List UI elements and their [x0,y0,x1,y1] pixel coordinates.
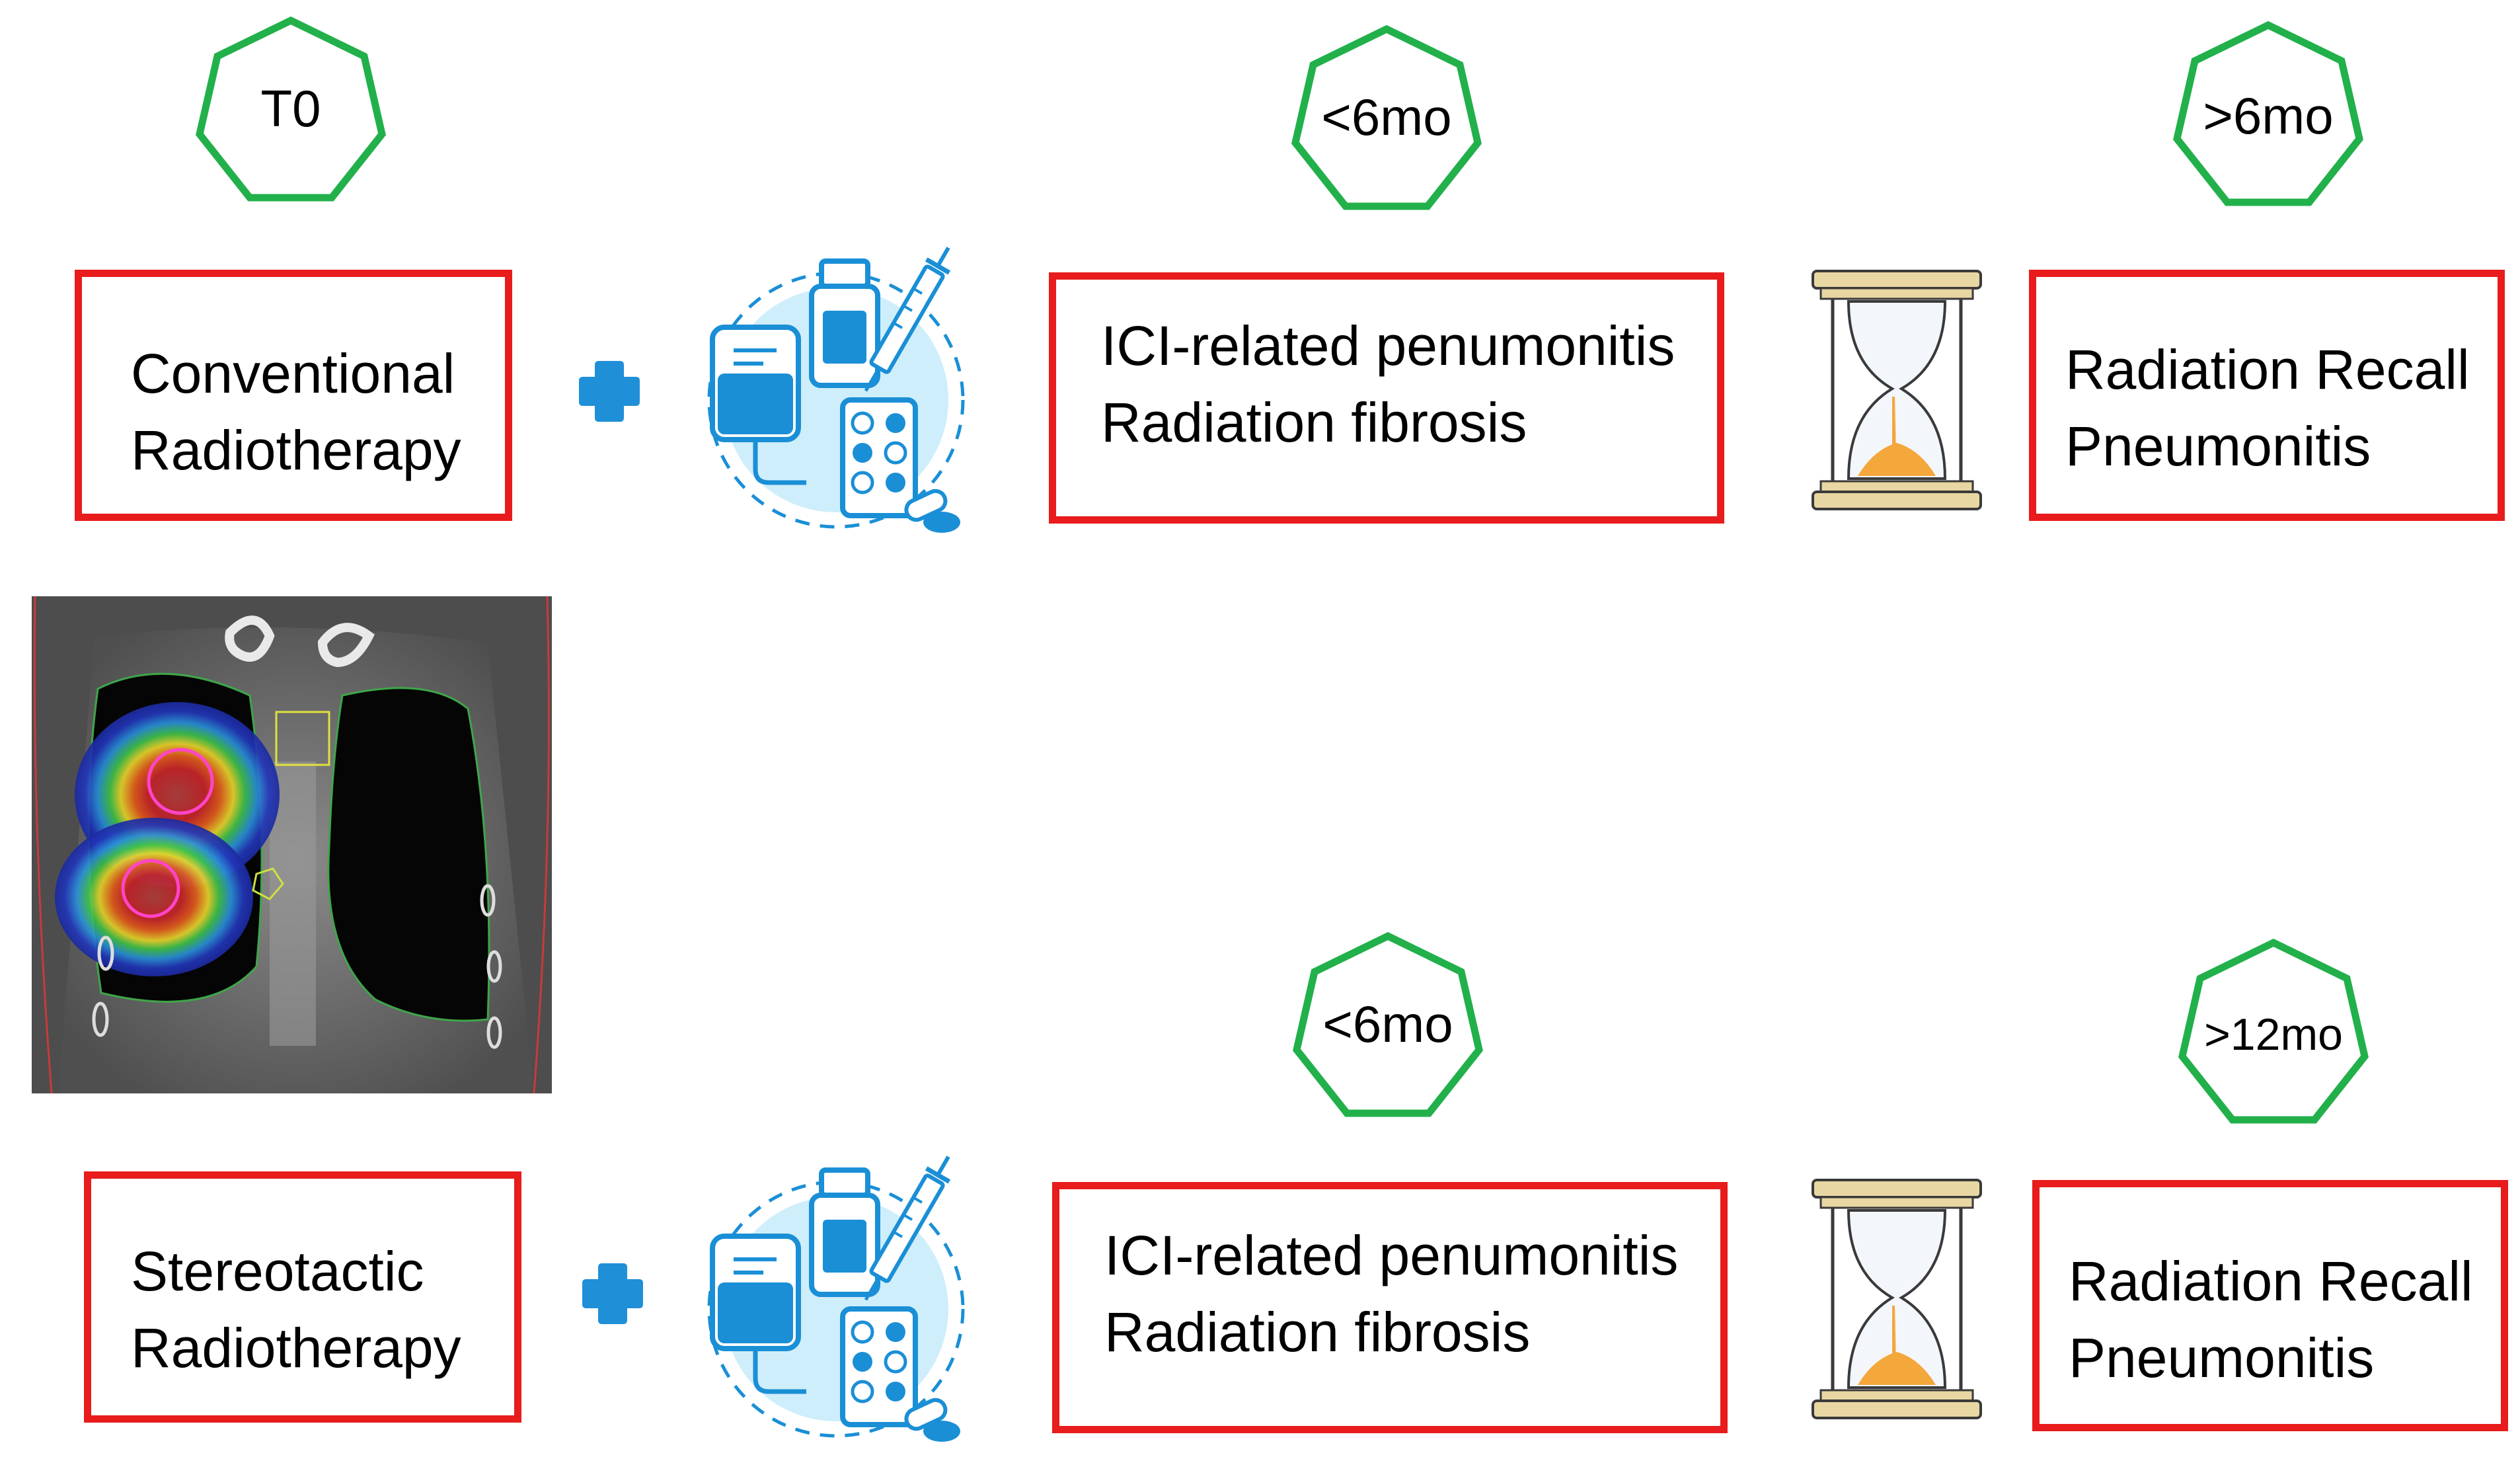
early-effect-ici-pneumonitis: ICI-related penumonitis [1101,315,1675,377]
hourglass-icon [1808,1173,1986,1425]
late-effect-line-1: Radiation Recall [2065,338,2470,401]
top-radiation-recall-box: Radiation Recall Pneumonitis [2029,270,2505,521]
bottom-radiation-recall-box: Radiation Recall Pneumonitis [2032,1180,2508,1431]
iv-bag-vial-syringe-pills-icon [701,1140,965,1451]
conventional-radiotherapy-box: Conventional Radiotherapy [75,270,512,521]
timepoint-bottom-late-heptagon: >12mo [2174,938,2373,1124]
bottom-early-effects-box: ICI-related penumonitis Radiation fibros… [1052,1182,1728,1433]
treatment-label-line-1: Conventional [131,342,455,405]
heptagon-shape [2173,20,2363,206]
timepoint-t0-heptagon: T0 [192,16,390,202]
treatment-label-line-2: Radiotherapy [131,1317,461,1379]
timepoint-top-late-heptagon: >6mo [2169,20,2367,206]
timepoint-t0-label: T0 [260,79,321,138]
hourglass-icon [1808,264,1986,516]
timepoint-bottom-late-label: >12mo [2204,1009,2343,1060]
timepoint-top-late-label: >6mo [2203,87,2334,145]
ct-scan-dose-map-image [32,596,552,1093]
timepoint-bottom-early-heptagon: <6mo [1289,931,1487,1117]
top-early-effects-box: ICI-related penumonitis Radiation fibros… [1049,272,1724,524]
plus-icon [575,357,644,426]
late-effect-line-2: Pneumonitis [2065,415,2371,477]
stereotactic-radiotherapy-box: Stereotactic Radiotherapy [84,1171,521,1423]
heptagon-shape [1291,24,1482,210]
late-effect-line-2: Pneumonitis [2069,1327,2375,1389]
heptagon-shape [1293,931,1483,1117]
early-effect-radiation-fibrosis: Radiation fibrosis [1101,391,1527,453]
treatment-label-line-1: Stereotactic [131,1240,424,1302]
plus-icon [578,1259,647,1328]
late-effect-line-1: Radiation Recall [2069,1250,2473,1312]
iv-bag-vial-syringe-pills-icon [701,231,965,542]
timepoint-bottom-early-label: <6mo [1322,995,1453,1053]
heptagon-shape [2178,938,2369,1124]
heptagon-shape [196,16,386,202]
early-effect-ici-pneumonitis: ICI-related penumonitis [1104,1224,1679,1286]
timepoint-top-early-heptagon: <6mo [1287,24,1486,210]
timepoint-top-early-label: <6mo [1321,88,1452,146]
treatment-label-line-2: Radiotherapy [131,419,461,481]
early-effect-radiation-fibrosis: Radiation fibrosis [1104,1301,1531,1363]
